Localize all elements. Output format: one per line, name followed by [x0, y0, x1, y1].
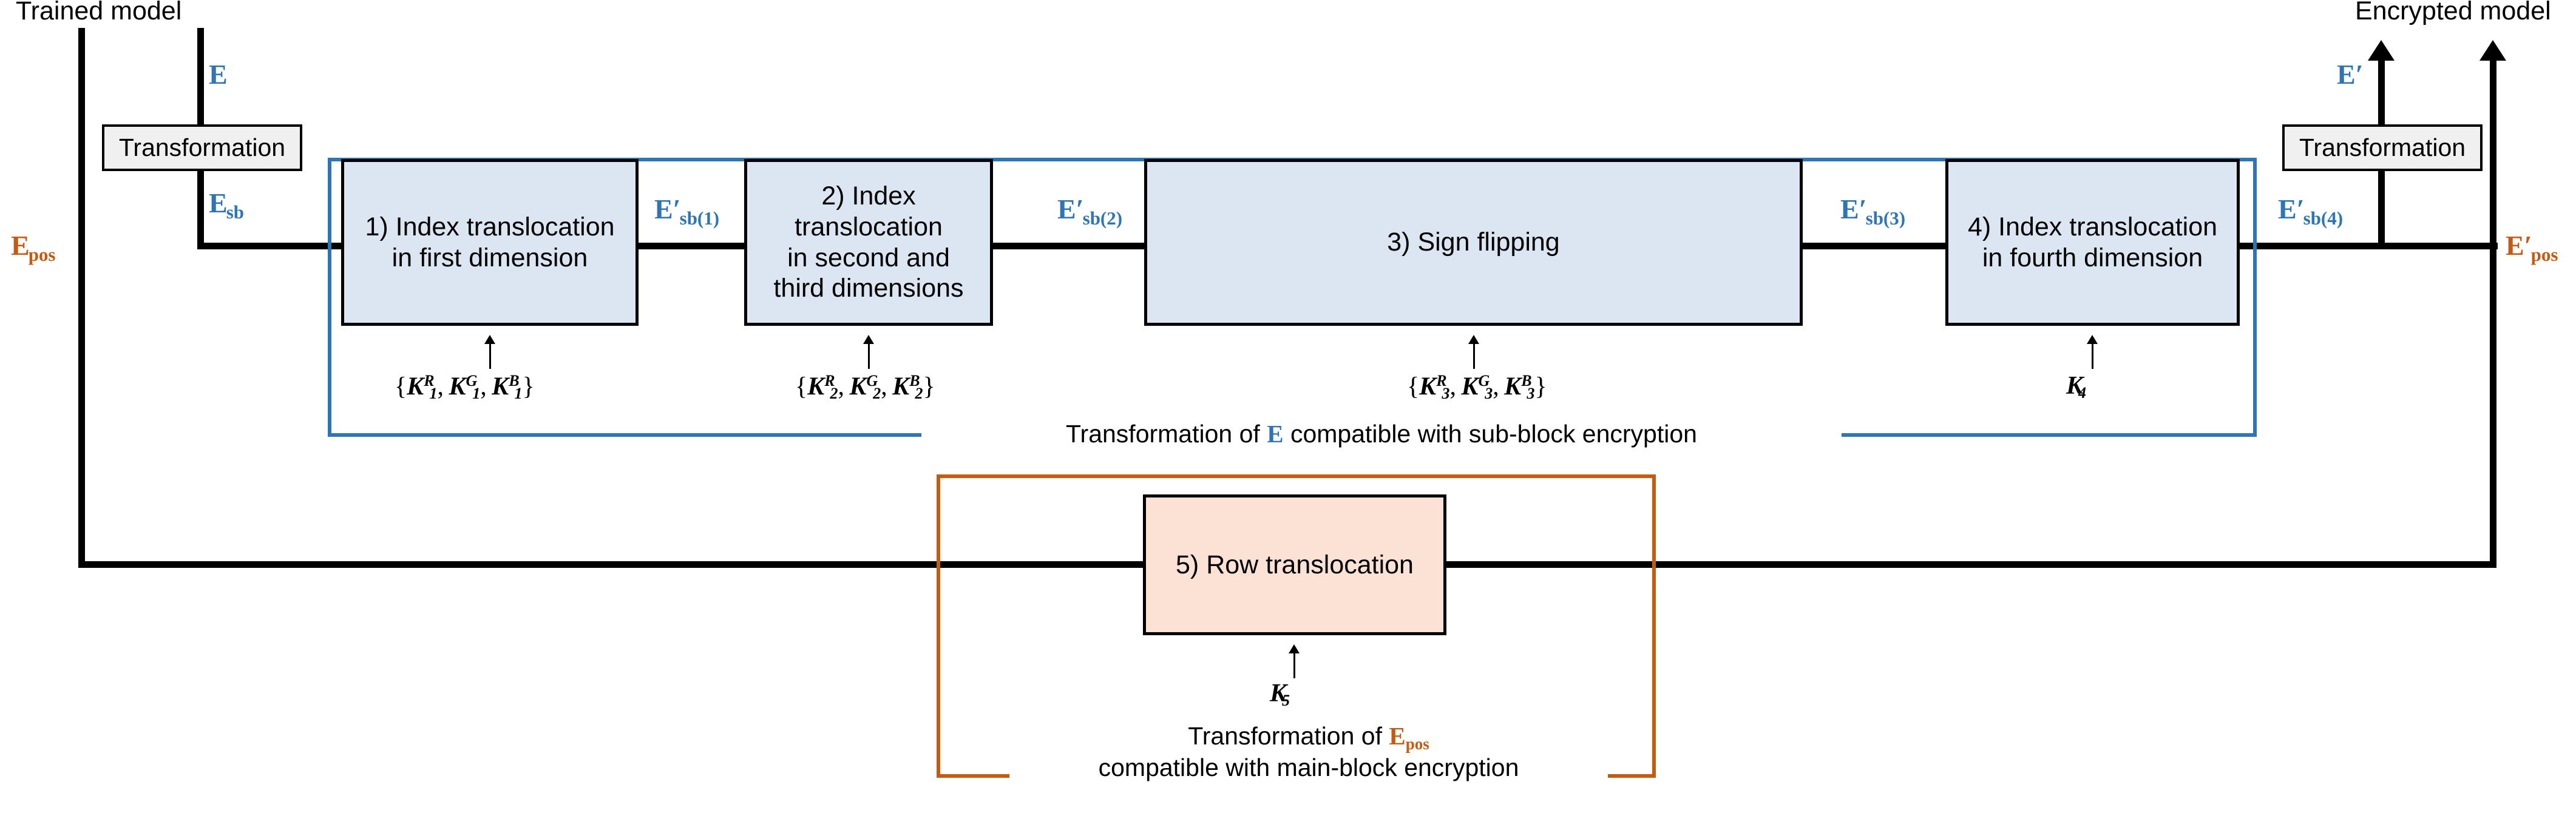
stage-1-label: 1) Index translocation in first dimensio… [365, 212, 615, 272]
caption-symbol-epos: Epos [1389, 722, 1429, 754]
trained-model-title: Trained model [16, 0, 182, 25]
signal-label-e: E [209, 59, 228, 90]
arrowhead-epos-prime [2479, 40, 2506, 61]
stage-4-key-label: K4 [2066, 372, 2087, 402]
orange-caption-line1: Transformation of Epos [1188, 722, 1429, 754]
transformation-box-right[interactable]: Transformation [2282, 124, 2483, 171]
stage-5-label: 5) Row translocation [1176, 550, 1414, 579]
stage-4-label: 4) Index translocation in fourth dimensi… [1967, 212, 2218, 272]
arrowhead-eprime [2368, 40, 2395, 61]
stage-5-key-label: K5 [1270, 679, 1290, 709]
stage-box-2[interactable]: 2) Index translocation in second and thi… [744, 159, 993, 326]
encrypted-model-title: Encrypted model [2355, 0, 2551, 25]
signal-label-e-pos-prime: E′pos [2506, 230, 2558, 265]
signal-label-e-sb-1: E′sb(1) [654, 194, 720, 229]
mainblock-group-caption: Transformation of Epos compatible with m… [1009, 722, 1608, 783]
signal-label-e-sb-4: E′sb(4) [2278, 194, 2344, 229]
signal-label-e-pos: Epos [11, 230, 56, 265]
signal-label-e-sb: Esb [209, 187, 244, 223]
stage-2-key-label: {KR2, KG2, KB2} [795, 372, 935, 402]
wire-epos-bottom-left [78, 561, 1147, 568]
stage-box-1[interactable]: 1) Index translocation in first dimensio… [341, 159, 639, 326]
stage-box-3[interactable]: 3) Sign flipping [1144, 159, 1803, 326]
wire-epos-left-trunk [78, 28, 85, 568]
wire-epos-bottom-right [1445, 561, 2496, 568]
transformation-right-label: Transformation [2299, 133, 2466, 161]
stage-3-key-label: {KR3, KG3, KB3} [1407, 372, 1547, 402]
stage-3-label: 3) Sign flipping [1387, 228, 1560, 257]
orange-caption-line2: compatible with main-block encryption [1098, 754, 1519, 782]
transformation-left-label: Transformation [118, 133, 286, 161]
stage-box-4[interactable]: 4) Index translocation in fourth dimensi… [1945, 159, 2240, 326]
stage-2-label: 2) Index translocation in second and thi… [773, 181, 964, 303]
transformation-box-left[interactable]: Transformation [102, 124, 302, 171]
subblock-group-caption: Transformation of E compatible with sub-… [921, 420, 1842, 449]
stage-box-5[interactable]: 5) Row translocation [1143, 494, 1446, 635]
signal-label-e-sb-3: E′sb(3) [1840, 194, 1906, 229]
signal-label-e-sb-2: E′sb(2) [1057, 194, 1123, 229]
stage-1-key-label: {KR1, KG1, KB1} [395, 372, 535, 402]
caption-post: compatible with sub-block encryption [1283, 420, 1697, 448]
caption-symbol-e: E [1267, 420, 1284, 448]
wire-epos-prime-right-trunk [2490, 61, 2496, 564]
caption-pre: Transformation of [1066, 420, 1267, 448]
signal-label-e-prime: E′ [2337, 59, 2364, 90]
